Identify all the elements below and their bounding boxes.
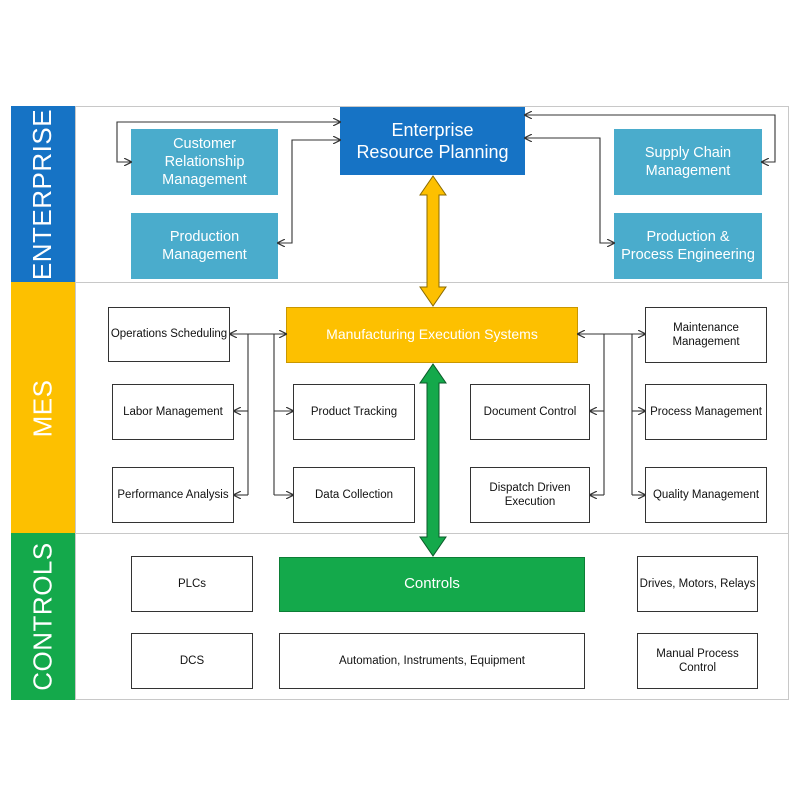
- process-management-box: Process Management: [645, 384, 767, 440]
- mes-band-label: MES: [27, 379, 58, 437]
- enterprise-band: ENTERPRISE: [11, 106, 75, 283]
- controls-band-label: CONTROLS: [27, 542, 58, 691]
- erp-box: Enterprise Resource Planning: [340, 107, 525, 175]
- product-tracking-box: Product Tracking: [293, 384, 415, 440]
- document-control-box: Document Control: [470, 384, 590, 440]
- mes-center-box: Manufacturing Execution Systems: [286, 307, 578, 363]
- controls-band: CONTROLS: [11, 533, 75, 700]
- quality-management-box: Quality Management: [645, 467, 767, 523]
- production-management-box: Production Management: [131, 213, 278, 279]
- process-engineering-box: Production & Process Engineering: [614, 213, 762, 279]
- maintenance-management-box: Maintenance Management: [645, 307, 767, 363]
- dcs-box: DCS: [131, 633, 253, 689]
- supply-chain-box: Supply Chain Management: [614, 129, 762, 195]
- automation-box: Automation, Instruments, Equipment: [279, 633, 585, 689]
- mes-band: MES: [11, 282, 75, 534]
- controls-center-box: Controls: [279, 557, 585, 612]
- manual-process-control-box: Manual Process Control: [637, 633, 758, 689]
- plcs-box: PLCs: [131, 556, 253, 612]
- operations-scheduling-box: Operations Scheduling: [108, 307, 230, 362]
- drives-motors-relays-box: Drives, Motors, Relays: [637, 556, 758, 612]
- labor-management-box: Labor Management: [112, 384, 234, 440]
- dispatch-execution-box: Dispatch Driven Execution: [470, 467, 590, 523]
- enterprise-band-label: ENTERPRISE: [27, 108, 58, 281]
- crm-box: Customer Relationship Management: [131, 129, 278, 195]
- performance-analysis-box: Performance Analysis: [112, 467, 234, 523]
- data-collection-box: Data Collection: [293, 467, 415, 523]
